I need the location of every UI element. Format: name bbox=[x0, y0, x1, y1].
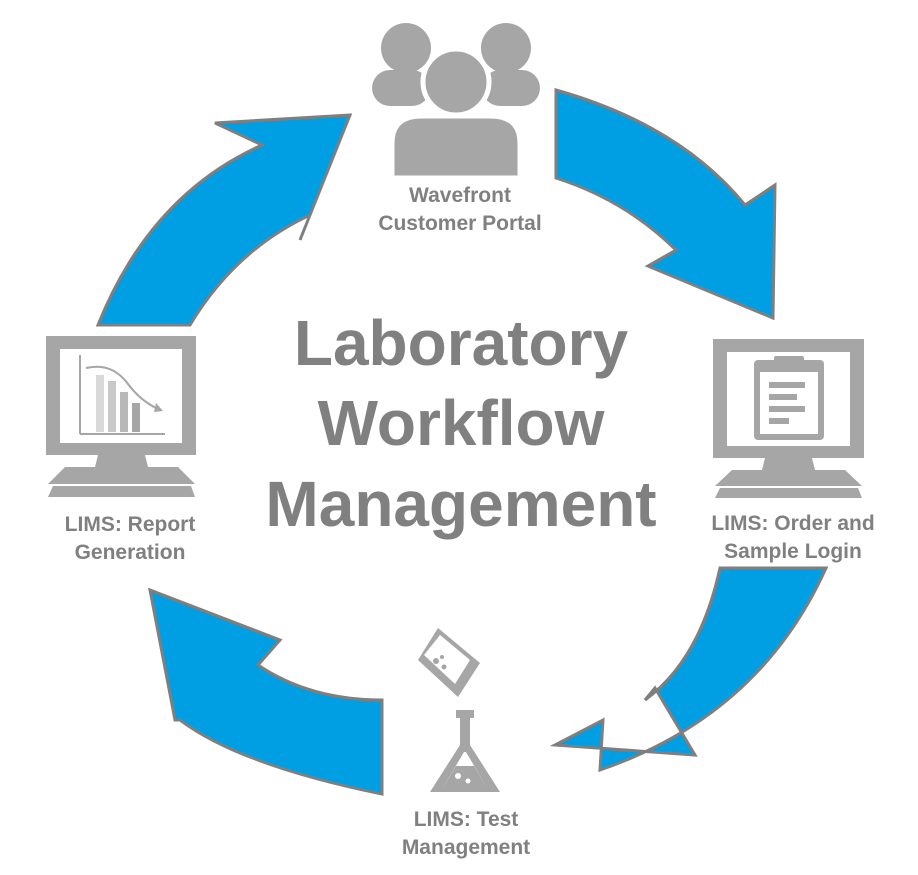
portal-label: Wavefront Customer Portal bbox=[352, 182, 568, 238]
arrow-test-to-report bbox=[148, 587, 384, 796]
title-line-1: Laboratory bbox=[294, 307, 629, 379]
flask-icon bbox=[418, 628, 500, 792]
order-label-line-1: LIMS: Order and bbox=[711, 512, 875, 535]
arrow-order-to-test bbox=[549, 566, 829, 773]
arrow-portal-to-order bbox=[554, 88, 777, 321]
title-line-2: Workflow bbox=[318, 387, 605, 459]
clipboard-monitor-icon bbox=[713, 339, 864, 498]
report-label-line-2: Generation bbox=[74, 541, 186, 564]
chart-monitor-icon bbox=[46, 336, 196, 497]
test-label-line-1: LIMS: Test bbox=[413, 808, 519, 831]
people-group-icon bbox=[372, 23, 540, 181]
portal-label-line-2: Customer Portal bbox=[378, 212, 542, 235]
diagram-title: Laboratory Workflow Management bbox=[265, 307, 656, 540]
order-label: LIMS: Order and Sample Login bbox=[690, 510, 896, 566]
cycle-arrows bbox=[95, 88, 829, 796]
title-line-3: Management bbox=[265, 468, 656, 540]
test-label: LIMS: Test Management bbox=[366, 806, 566, 862]
test-label-line-2: Management bbox=[401, 836, 531, 859]
report-label-line-1: LIMS: Report bbox=[64, 513, 196, 536]
order-label-line-2: Sample Login bbox=[724, 540, 862, 563]
arrow-report-to-portal bbox=[95, 113, 353, 327]
report-label: LIMS: Report Generation bbox=[28, 511, 232, 567]
portal-label-line-1: Wavefront bbox=[409, 184, 511, 207]
